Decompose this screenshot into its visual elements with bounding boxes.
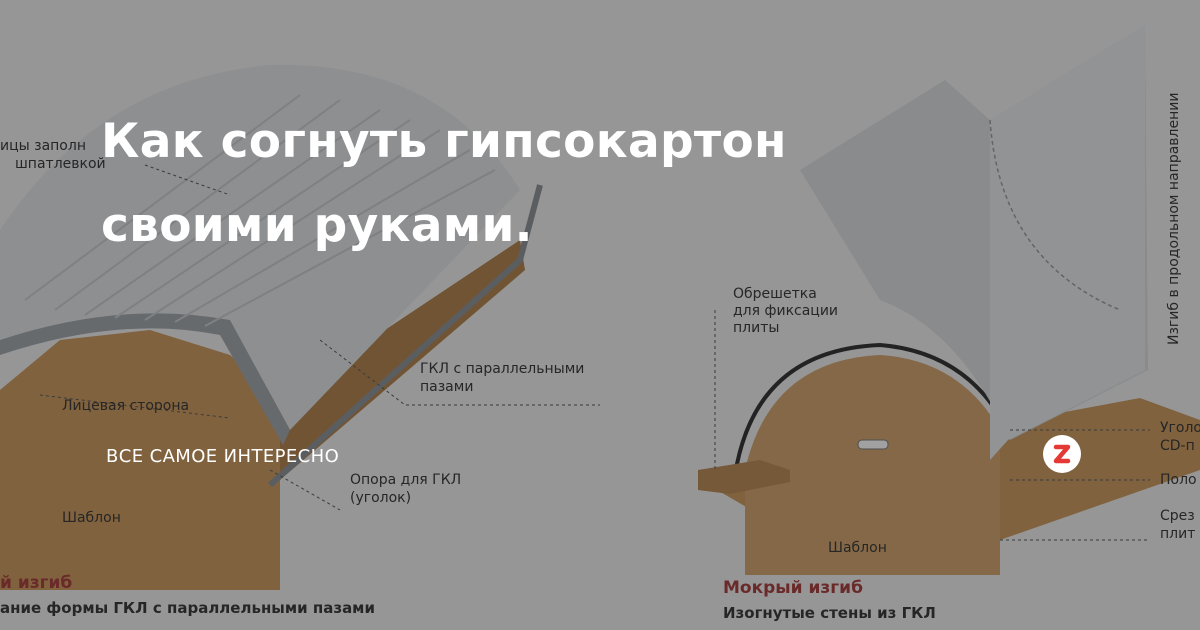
- left-board-grooves: [24, 94, 496, 327]
- right-lath-strip: [698, 460, 790, 494]
- headline-line-2: своими руками.: [101, 198, 533, 253]
- right-cut-label-1: Срез: [1160, 508, 1195, 524]
- left-board-face: [0, 64, 520, 430]
- headline-line-1: Как согнуть гипсокартон: [101, 114, 787, 169]
- right-vertical-label: Изгиб в продольном направлении: [1166, 93, 1182, 345]
- right-lathing-label-3: плиты: [733, 320, 779, 336]
- zen-logo-mark: [1053, 444, 1071, 464]
- right-template-slot: [857, 439, 889, 450]
- right-corner-label-1: Уголо: [1160, 420, 1200, 436]
- left-gkl-label-1: ГКЛ с параллельными: [420, 361, 584, 377]
- right-leader-lines: [714, 310, 1150, 541]
- left-support-label-2: (уголок): [350, 490, 411, 506]
- right-template-body: [745, 355, 1000, 575]
- right-lathing-label-2: для фиксации: [733, 303, 838, 319]
- left-putty-label-2: шпатлевкой: [15, 156, 106, 172]
- left-leader-lines: [39, 164, 600, 511]
- left-diagram-title: й изгиб: [0, 573, 72, 593]
- right-diagram-subtitle: Изогнутые стены из ГКЛ: [723, 604, 936, 622]
- right-diagram-title: Мокрый изгиб: [723, 578, 863, 598]
- right-cut-label-2: плит: [1160, 526, 1195, 542]
- article-headline[interactable]: Как согнуть гипсокартон своими руками.: [101, 100, 1001, 268]
- left-diagram-subtitle: ание формы ГКЛ с параллельными пазами: [0, 599, 375, 617]
- right-strip-label: Поло: [1160, 472, 1197, 488]
- right-template-label: Шаблон: [828, 540, 887, 556]
- right-board-curve: [989, 119, 1121, 311]
- left-support-angle: [267, 184, 543, 488]
- left-face-label: Лицевая сторона: [62, 398, 189, 414]
- left-template-body: [0, 330, 280, 590]
- left-support-label-1: Опора для ГКЛ: [350, 472, 461, 488]
- zen-logo-icon[interactable]: [1043, 435, 1081, 473]
- right-board-fold: [990, 25, 1145, 460]
- right-corner-label-2: CD-п: [1160, 438, 1195, 454]
- right-template-rim: [733, 342, 1007, 476]
- left-template-label: Шаблон: [62, 510, 121, 526]
- right-lathing-label-1: Обрешетка: [733, 286, 817, 302]
- left-gkl-label-2: пазами: [420, 379, 473, 395]
- left-putty-label-1: ицы заполн: [0, 138, 86, 154]
- channel-name[interactable]: ВСЕ САМОЕ ИНТЕРЕСНО: [106, 446, 340, 467]
